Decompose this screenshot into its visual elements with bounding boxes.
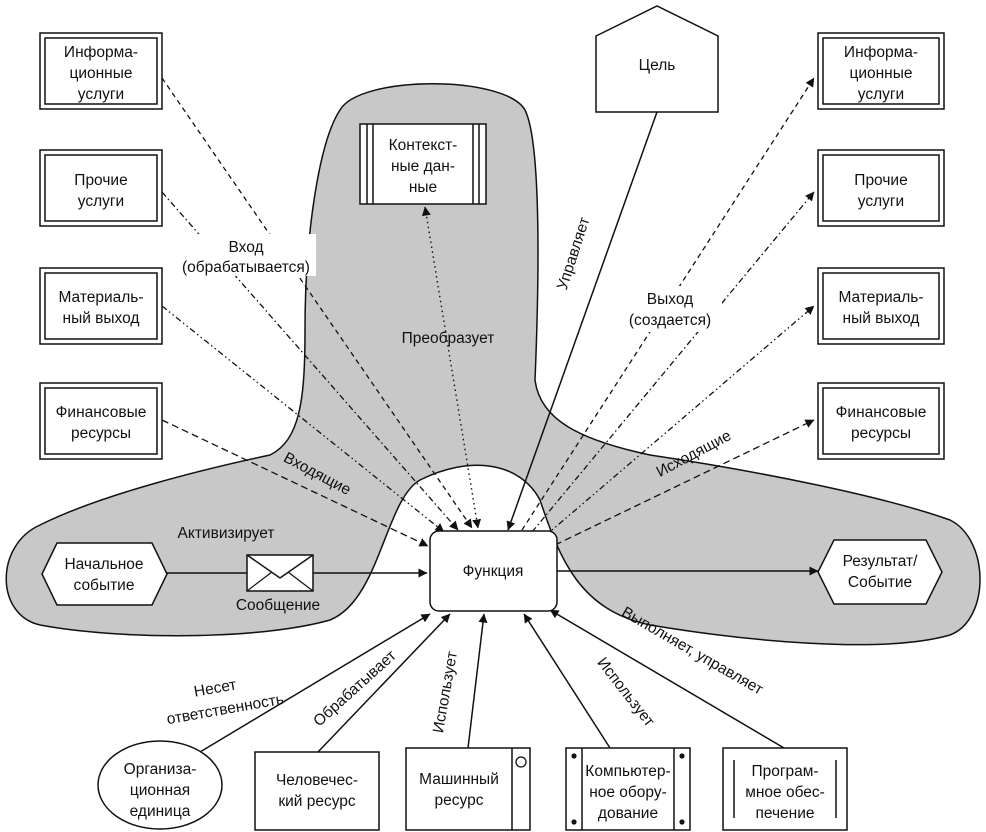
svg-text:услуги: услуги xyxy=(858,86,904,103)
svg-text:ционные: ционные xyxy=(69,65,132,82)
svg-text:Информа-: Информа- xyxy=(844,44,918,61)
right-other-services-box: Прочие услуги xyxy=(817,149,945,227)
svg-text:услуги: услуги xyxy=(78,86,124,103)
svg-text:Функция: Функция xyxy=(463,563,524,580)
left-other-services-box: Прочие услуги xyxy=(39,149,163,227)
svg-text:Материаль-: Материаль- xyxy=(838,289,923,306)
svg-text:ресурсы: ресурсы xyxy=(71,425,131,442)
org-unit-node: Организа- ционная единица xyxy=(97,740,223,830)
right-financial-resources-box: Финансовые ресурсы xyxy=(817,382,945,460)
label-controls: Управляет xyxy=(554,215,593,292)
svg-text:Финансовые: Финансовые xyxy=(56,404,147,421)
label-output: Выход (создается) xyxy=(620,286,722,332)
edge-goal xyxy=(506,111,658,531)
svg-text:Цель: Цель xyxy=(639,57,676,74)
edge-left-finance xyxy=(161,419,429,547)
svg-text:Выход: Выход xyxy=(647,291,693,308)
svg-text:ционные: ционные xyxy=(849,65,912,82)
svg-text:Информа-: Информа- xyxy=(64,44,138,61)
label-uses-computer: Использует xyxy=(593,655,657,730)
label-responsible: Несет ответственность xyxy=(165,676,285,728)
left-material-output-box: Материаль- ный выход xyxy=(39,267,163,345)
svg-text:услуги: услуги xyxy=(78,193,124,210)
machine-resource-node: Машинный ресурс xyxy=(405,747,531,831)
left-info-services-box: Информа- ционные услуги xyxy=(39,32,163,110)
svg-text:ное обору-: ное обору- xyxy=(589,784,667,801)
right-info-services-box: Информа- ционные услуги xyxy=(817,32,945,110)
svg-text:ционная: ционная xyxy=(130,782,190,799)
svg-text:ный выход: ный выход xyxy=(843,310,920,327)
edge-left-info xyxy=(161,77,473,529)
svg-text:Контекст-: Контекст- xyxy=(389,137,458,154)
software-node: Програм- мное обес- печение xyxy=(722,747,848,831)
svg-text:Материаль-: Материаль- xyxy=(58,289,143,306)
edge-org-unit xyxy=(199,613,431,753)
svg-text:печение: печение xyxy=(755,805,814,822)
svg-text:Прочие: Прочие xyxy=(74,172,127,189)
svg-text:Прочие: Прочие xyxy=(854,172,907,189)
svg-text:событие: событие xyxy=(74,577,135,594)
computer-hardware-node: Компьютер- ное обору- дование xyxy=(565,747,691,831)
label-activates: Активизирует xyxy=(178,525,275,542)
edge-right-finance xyxy=(554,419,815,546)
svg-text:ный выход: ный выход xyxy=(63,310,140,327)
svg-text:Вход: Вход xyxy=(228,239,263,256)
function-node: Функция xyxy=(429,530,558,612)
svg-text:Несет: Несет xyxy=(193,676,238,700)
edge-context xyxy=(421,206,482,529)
svg-text:ресурсы: ресурсы xyxy=(851,425,911,442)
svg-text:ные дан-: ные дан- xyxy=(391,158,455,175)
label-message: Сообщение xyxy=(236,597,320,614)
edge-right-material xyxy=(544,305,815,537)
svg-text:(создается): (создается) xyxy=(629,312,711,329)
goal-node: Цель xyxy=(595,5,719,113)
context-data-box: Контекст- ные дан- ные xyxy=(359,123,487,205)
svg-text:дование: дование xyxy=(598,805,658,822)
svg-text:мное обес-: мное обес- xyxy=(745,784,825,801)
human-resource-node: Человечес- кий ресурс xyxy=(254,751,380,831)
svg-text:Машинный: Машинный xyxy=(419,771,499,788)
svg-text:кий ресурс: кий ресурс xyxy=(278,793,356,810)
edge-machine xyxy=(467,613,488,749)
svg-text:ресурс: ресурс xyxy=(435,792,484,809)
edge-left-other xyxy=(161,191,459,531)
right-material-output-box: Материаль- ный выход xyxy=(817,267,945,345)
edge-hardware xyxy=(523,613,611,749)
message-envelope-icon xyxy=(246,554,314,592)
svg-text:Человечес-: Человечес- xyxy=(276,772,358,789)
edge-left-material xyxy=(161,305,445,533)
svg-text:ные: ные xyxy=(409,179,437,196)
svg-text:единица: единица xyxy=(130,803,191,820)
label-input: Вход (обрабатывается) xyxy=(176,234,316,276)
svg-text:Програм-: Програм- xyxy=(751,763,818,780)
svg-text:Начальное: Начальное xyxy=(64,556,143,573)
left-financial-resources-box: Финансовые ресурсы xyxy=(39,382,163,460)
start-event-node: Начальное событие xyxy=(41,542,168,606)
svg-text:Событие: Событие xyxy=(848,574,912,591)
svg-text:(обрабатывается): (обрабатывается) xyxy=(182,259,310,276)
svg-text:Результат/: Результат/ xyxy=(843,553,918,570)
edge-software xyxy=(549,609,785,749)
svg-text:ответственность: ответственность xyxy=(165,691,285,728)
label-transforms: Преобразует xyxy=(402,330,495,347)
label-uses-machine: Использует xyxy=(430,650,461,734)
svg-text:Компьютер-: Компьютер- xyxy=(585,763,670,780)
edge-human xyxy=(317,613,451,753)
svg-text:Организа-: Организа- xyxy=(124,761,197,778)
svg-text:Финансовые: Финансовые xyxy=(836,404,927,421)
svg-text:услуги: услуги xyxy=(858,193,904,210)
result-event-node: Результат/ Событие xyxy=(817,539,943,605)
edge-right-other xyxy=(531,191,815,533)
